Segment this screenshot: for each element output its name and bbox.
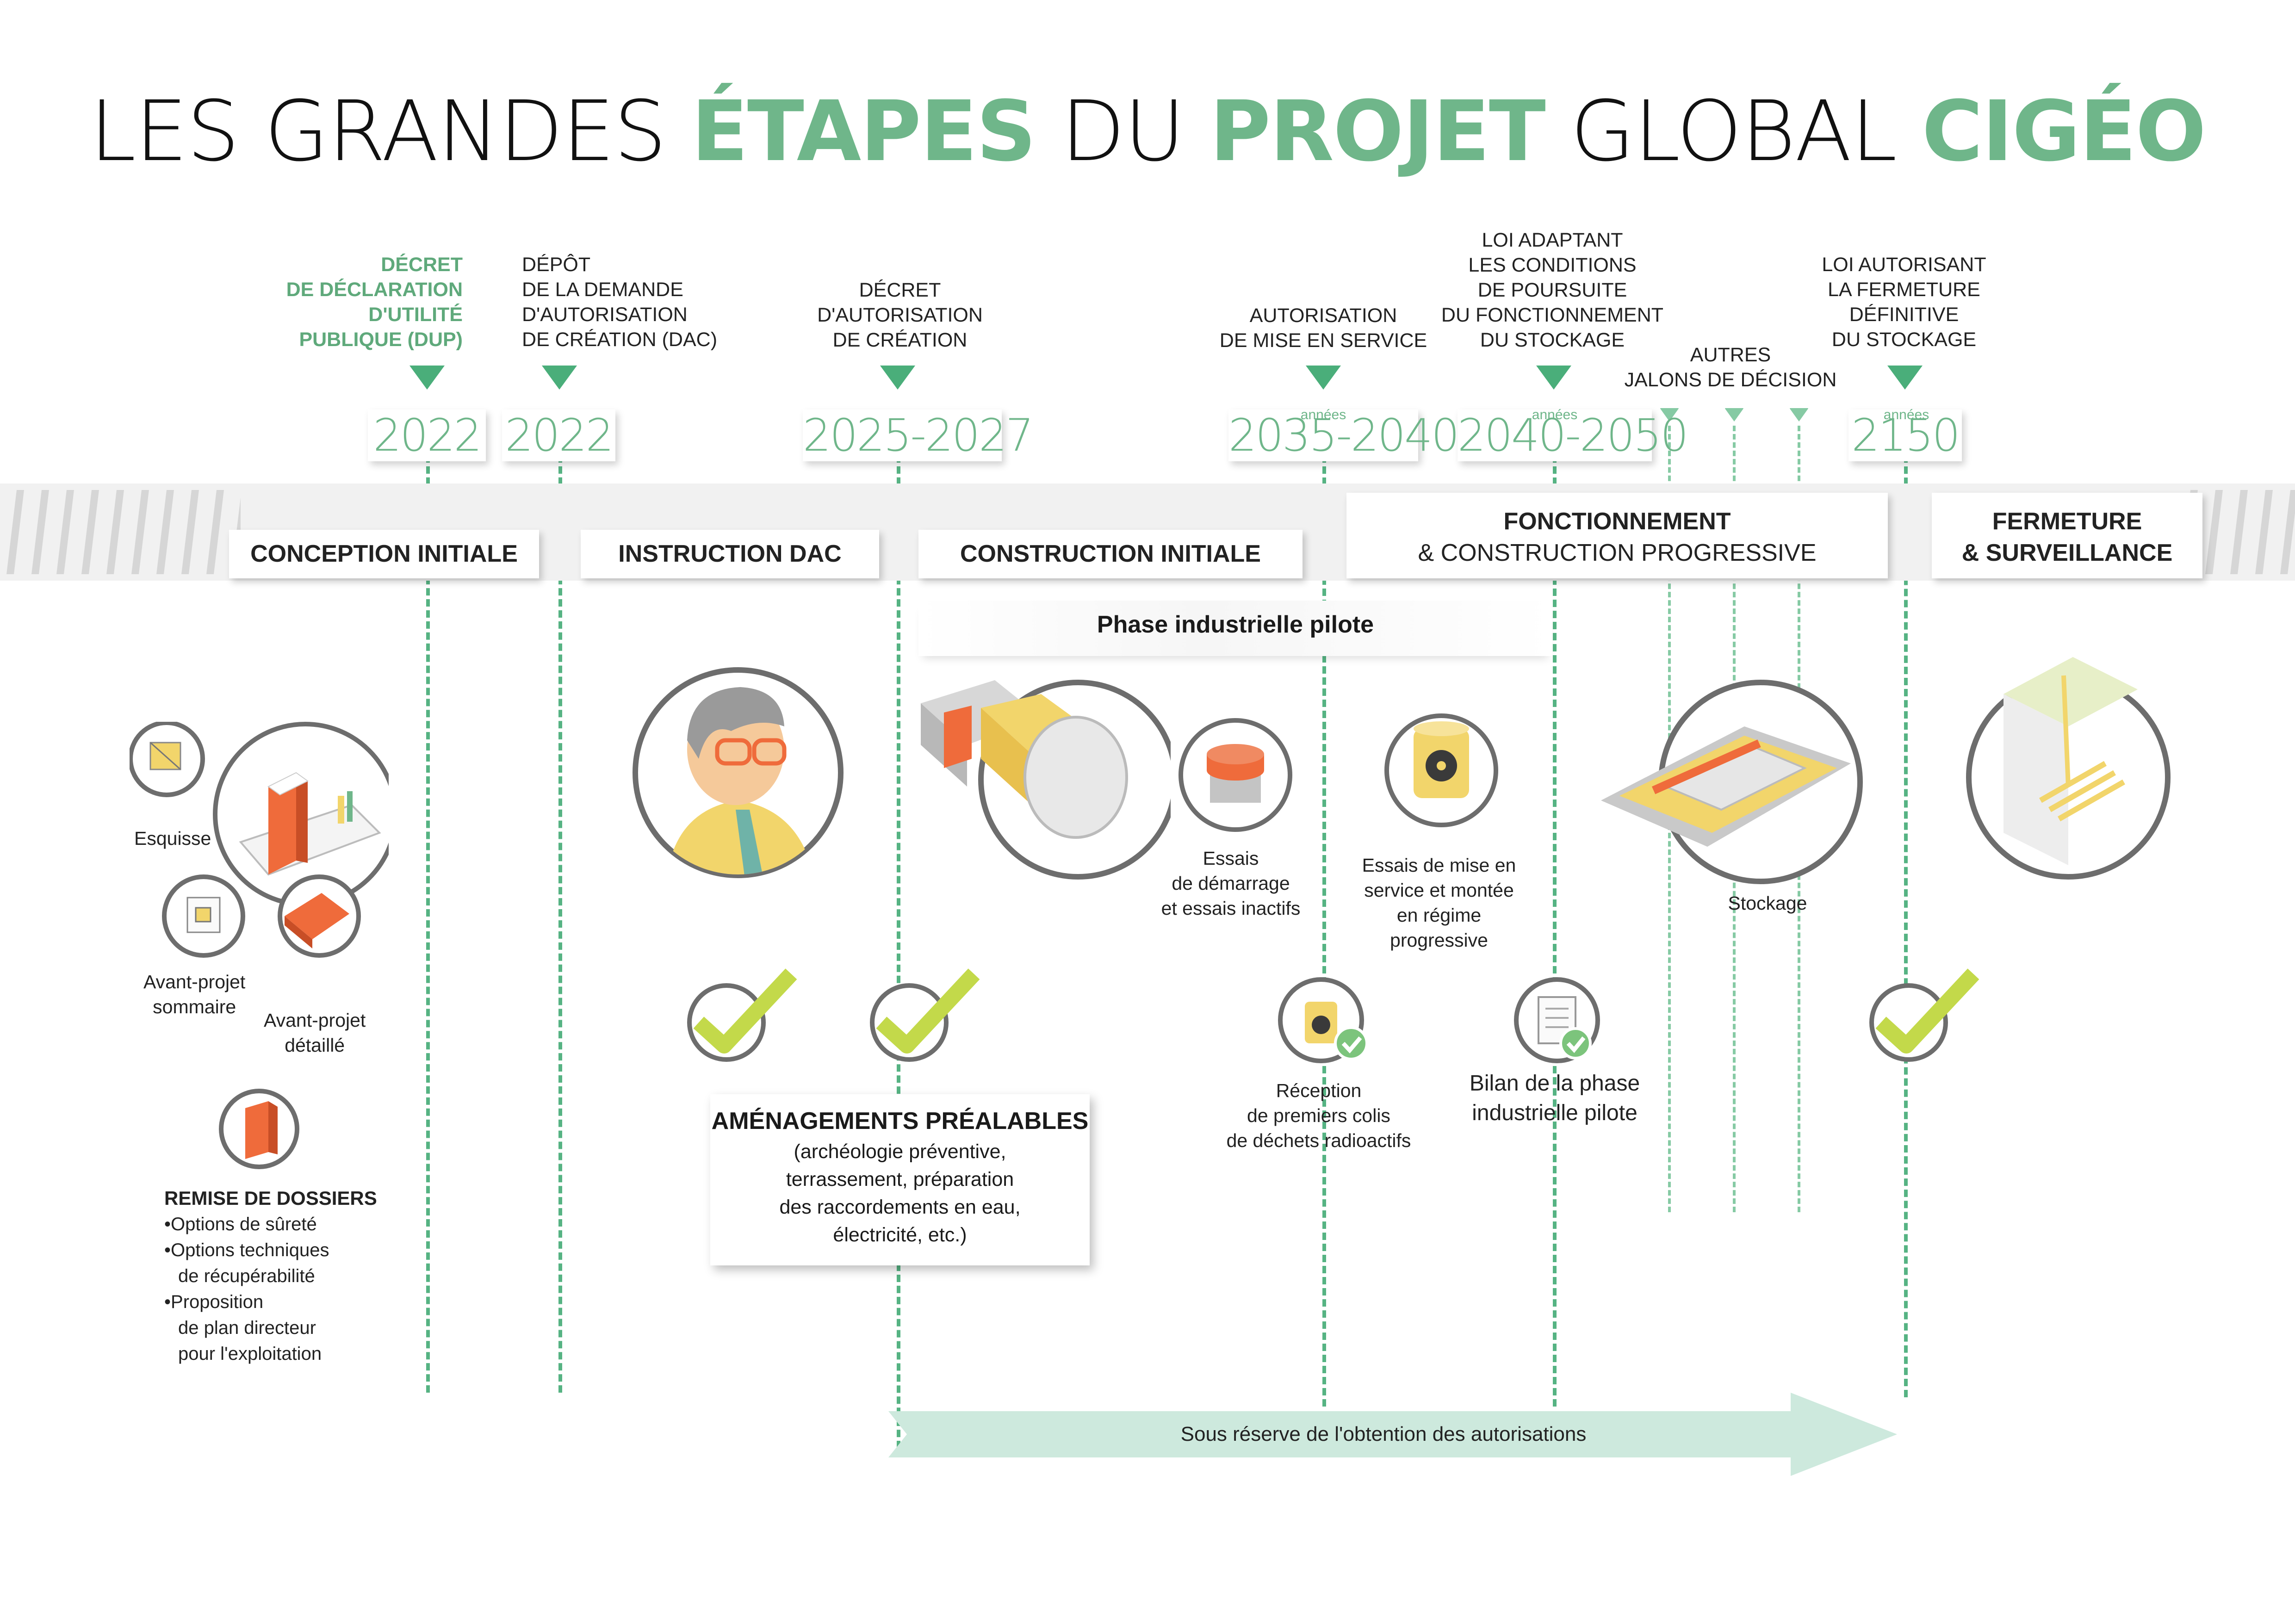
timeline-line-service [1322,444,1326,1407]
year-dac: 2022 [502,409,615,461]
reviewer-illustration [633,667,844,878]
reception-icon [1278,977,1368,1063]
avant-projet-illustration [162,874,361,958]
year-service-prefix: années [1300,407,1346,422]
phase-fonctionnement: FONCTIONNEMENT& CONSTRUCTION PROGRESSIVE [1346,493,1888,578]
label-stockage: Stockage [1728,893,1807,914]
phase-fermeture: FERMETURE& SURVEILLANCE [1932,493,2202,578]
pilot-phase-label: Phase industrielle pilote [1097,611,1374,638]
milestone-markers [409,366,1923,416]
storage-illustration [1601,680,1863,884]
commissioning-tests-icon [1384,713,1498,827]
timeline-line-creation [897,444,900,1448]
timeline-line-dup [426,444,430,1393]
authorization-note: Sous réserve de l'obtention des autorisa… [1180,1423,1587,1445]
phase-construction: CONSTRUCTION INITIALE [918,530,1303,578]
bilan-icon [1514,977,1600,1063]
amenagements-box: AMÉNAGEMENTS PRÉALABLES (archéologie pré… [710,1094,1090,1265]
year-fermeture-prefix: années [1883,407,1929,422]
timeline-line-dac [558,444,562,1393]
remise-dossiers: REMISE DE DOSSIERS •Options de sûreté •O… [164,1187,377,1364]
timeline-line-loi [1553,444,1557,1407]
year-loi: 2040-2050 [1458,409,1688,461]
phase-conception: CONCEPTION INITIALE [229,530,539,578]
year-fermeture: 2150 [1848,409,1962,461]
check-icon-1 [687,968,797,1062]
tunnel-boring-illustration [921,680,1171,880]
authorization-arrow [888,1393,1897,1476]
page-title: LES GRANDES ÉTAPES DU PROJET GLOBAL CIGÉ… [89,83,2207,180]
label-esquisse: Esquisse [134,828,211,849]
dossiers-icon [219,1089,299,1169]
closure-illustration [1966,657,2171,880]
timeline-line-fermeture [1904,444,1908,1397]
small-markers [1660,409,1808,421]
phase-instruction: INSTRUCTION DAC [581,530,879,578]
year-creation: 2025-2027 [803,409,1034,461]
year-loi-prefix: années [1532,407,1578,422]
startup-tests-icon [1179,718,1292,832]
pilot-phase-band [918,601,1552,656]
year-dup: 2022 [368,409,486,461]
year-service: 2035-2040 [1228,409,1459,461]
check-icon-2 [870,968,980,1062]
check-icon-3 [1869,968,1979,1062]
